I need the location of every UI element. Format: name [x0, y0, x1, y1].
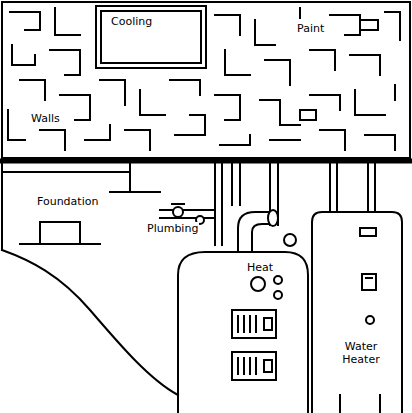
foundation-block	[2, 164, 160, 250]
wall-pattern	[8, 8, 400, 150]
part-label: Walls	[30, 112, 61, 125]
basement-curve	[2, 250, 178, 395]
floor-line	[0, 159, 412, 164]
window-outer	[96, 6, 206, 68]
part-label: Paint	[296, 22, 325, 35]
window-inner	[101, 11, 201, 63]
part-label: Plumbing	[146, 222, 199, 235]
part-label: Water Heater	[330, 340, 392, 366]
water-heater	[312, 164, 402, 413]
part-label: Heat	[246, 261, 274, 274]
wall-frame	[2, 2, 410, 158]
furnace	[178, 210, 308, 413]
part-label: Foundation	[36, 195, 99, 208]
part-label: Cooling	[110, 15, 153, 28]
